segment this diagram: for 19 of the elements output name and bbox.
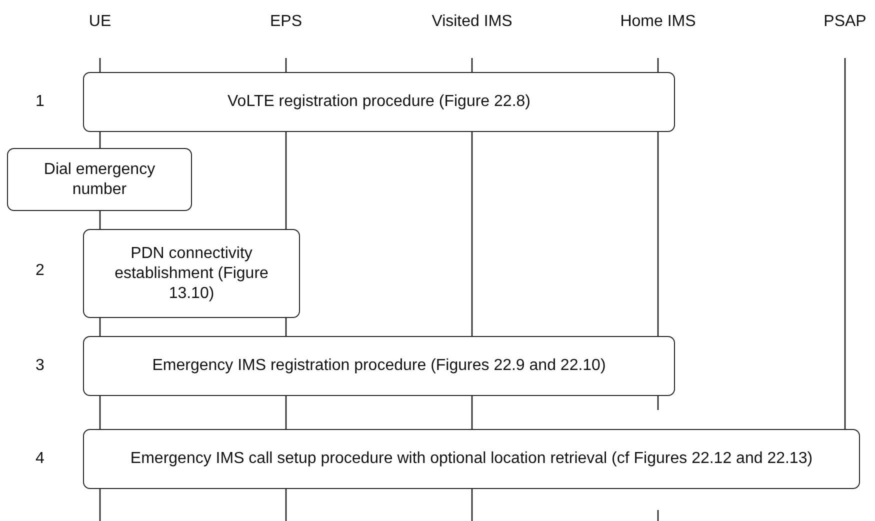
process-box [83,72,675,132]
step-number: 2 [36,261,44,281]
process-box [83,429,860,489]
step-number: 4 [36,449,44,469]
lifeline-header: EPS [270,12,302,32]
lifeline-header: Home IMS [620,12,696,32]
step-number: 3 [36,356,44,376]
box-text: VoLTE registration procedure (Figure 22.8) [228,92,530,112]
box-text: PDN connectivity establishment (Figure 13.10) [114,244,270,304]
process-box [83,336,675,396]
lifeline-header: PSAP [824,12,866,32]
box-text: Dial emergency number [42,160,156,200]
lifeline-header: Visited IMS [432,12,512,32]
box-text: Emergency IMS call setup procedure with optional location retrieval (cf Figures 22.12 and 22.13) [130,449,813,469]
box-text: Emergency IMS registration procedure (Figures 22.9 and 22.10) [152,356,606,376]
process-box [7,148,192,211]
step-number: 1 [36,92,44,112]
process-box [83,229,300,318]
lifeline-header: UE [88,12,112,32]
